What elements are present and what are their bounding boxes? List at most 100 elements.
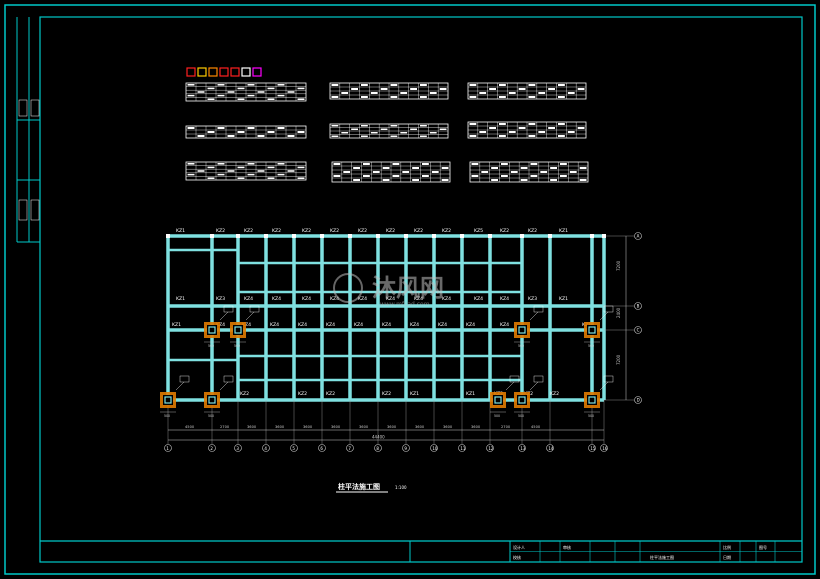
column-label: KZ1 — [176, 228, 185, 234]
table-cell-fill — [353, 179, 360, 181]
table-cell-fill — [528, 96, 536, 98]
table-cell-fill — [257, 170, 265, 172]
annotation-box — [179, 375, 190, 383]
table-cell-fill — [420, 84, 427, 86]
table-cell-fill — [361, 125, 368, 127]
table-cell-fill — [207, 131, 215, 133]
annotation-box — [223, 305, 234, 313]
axis-number: 13 — [520, 446, 526, 451]
annotation-box — [509, 375, 520, 383]
leader-line — [529, 311, 539, 321]
column-label: KZ4 — [270, 322, 279, 328]
column-label: KZ2 — [358, 228, 367, 234]
schedule-table — [185, 125, 307, 139]
table-cell-fill — [558, 84, 565, 86]
table-cell-fill — [331, 125, 339, 127]
column-label: KZ2 — [240, 391, 249, 397]
axis-bubble — [346, 444, 354, 452]
column-mark — [210, 234, 214, 238]
table-cell-fill — [420, 125, 427, 127]
column-mark — [320, 234, 324, 238]
column-label: KZ1 — [559, 296, 568, 302]
column-label: KZ2 — [550, 391, 559, 397]
table-cell-fill — [331, 84, 339, 86]
table-cell-fill — [257, 135, 265, 137]
column-label: KZ2 — [216, 228, 225, 234]
table-cell-fill — [400, 132, 408, 134]
column-label: KZ1 — [559, 228, 568, 234]
table-cell-fill — [187, 127, 195, 129]
section-size: 500 — [588, 344, 594, 348]
bay-dimension: 3600 — [303, 425, 313, 429]
bay-dimension: 3600 — [471, 425, 481, 429]
schedule-table — [331, 161, 451, 183]
table-cell-fill — [499, 84, 506, 86]
table-cell-fill — [267, 87, 275, 90]
column-section: 500 — [514, 305, 544, 348]
table-cell-fill — [197, 170, 205, 172]
schedule-table — [469, 161, 589, 183]
row-axis-bubble — [634, 232, 642, 240]
axis-bubble — [290, 444, 298, 452]
table-cell-fill — [217, 173, 225, 176]
left-binding-strip — [16, 17, 40, 243]
axis-number: 3 — [236, 446, 239, 451]
row-axis-label: C — [637, 328, 640, 333]
table-cell-fill — [518, 88, 526, 90]
axis-bubble — [234, 444, 242, 452]
table-cell-fill — [422, 163, 429, 165]
title-block-cell: 审核 — [563, 544, 571, 550]
table-cell-fill — [489, 127, 496, 129]
axis-bubble — [600, 444, 608, 452]
section-size: 500 — [494, 414, 500, 418]
annotation-box — [533, 305, 544, 313]
axis-number: 11 — [460, 446, 466, 451]
table-cell-fill — [267, 166, 275, 169]
column-section: 500 — [584, 305, 614, 348]
column-label: KZ4 — [330, 296, 339, 302]
section-icon — [219, 67, 229, 77]
table-cell-fill — [363, 163, 370, 165]
table-cell-fill — [579, 179, 587, 181]
table-cell-fill — [267, 177, 275, 179]
bay-dimension: 4500 — [531, 425, 541, 429]
column-section: 500 — [490, 375, 520, 418]
table-cell-fill — [361, 84, 368, 86]
table-cell-fill — [257, 91, 265, 93]
annotation-box — [249, 305, 260, 313]
table-cell-fill — [247, 173, 255, 176]
column-label: KZ4 — [302, 296, 311, 302]
table-cell-fill — [558, 135, 565, 137]
column-label: KZ4 — [500, 296, 509, 302]
table-cell-fill — [333, 163, 341, 165]
drawing-title: 柱平法施工图 — [338, 482, 380, 491]
column-rebar — [494, 396, 502, 404]
table-cell-fill — [372, 171, 380, 173]
leader-line — [219, 311, 229, 321]
bay-dimension: 3600 — [359, 425, 369, 429]
column-rebar — [164, 396, 172, 404]
section-size: 500 — [518, 414, 524, 418]
column-label: KZ4 — [386, 296, 395, 302]
axis-bubble — [262, 444, 270, 452]
section-icon — [208, 67, 218, 77]
table-cell-fill — [287, 135, 295, 137]
table-cell-fill — [287, 91, 295, 93]
axis-number: 1 — [166, 446, 169, 451]
section-icon — [197, 67, 207, 77]
table-cell-fill — [501, 163, 508, 165]
table-cell-fill — [390, 96, 398, 98]
table-cell-fill — [277, 173, 285, 176]
table-cell-fill — [353, 167, 360, 169]
column-label: KZ4 — [466, 322, 475, 328]
row-axis-label: A — [637, 234, 640, 239]
annotation-box — [223, 375, 234, 383]
leader-line — [219, 381, 229, 391]
column-rebar — [588, 396, 596, 404]
section-icon — [252, 67, 262, 77]
column-section: 500 — [514, 375, 544, 418]
table-cell-fill — [277, 163, 285, 165]
column-mark — [292, 234, 296, 238]
column-mark — [404, 234, 408, 238]
